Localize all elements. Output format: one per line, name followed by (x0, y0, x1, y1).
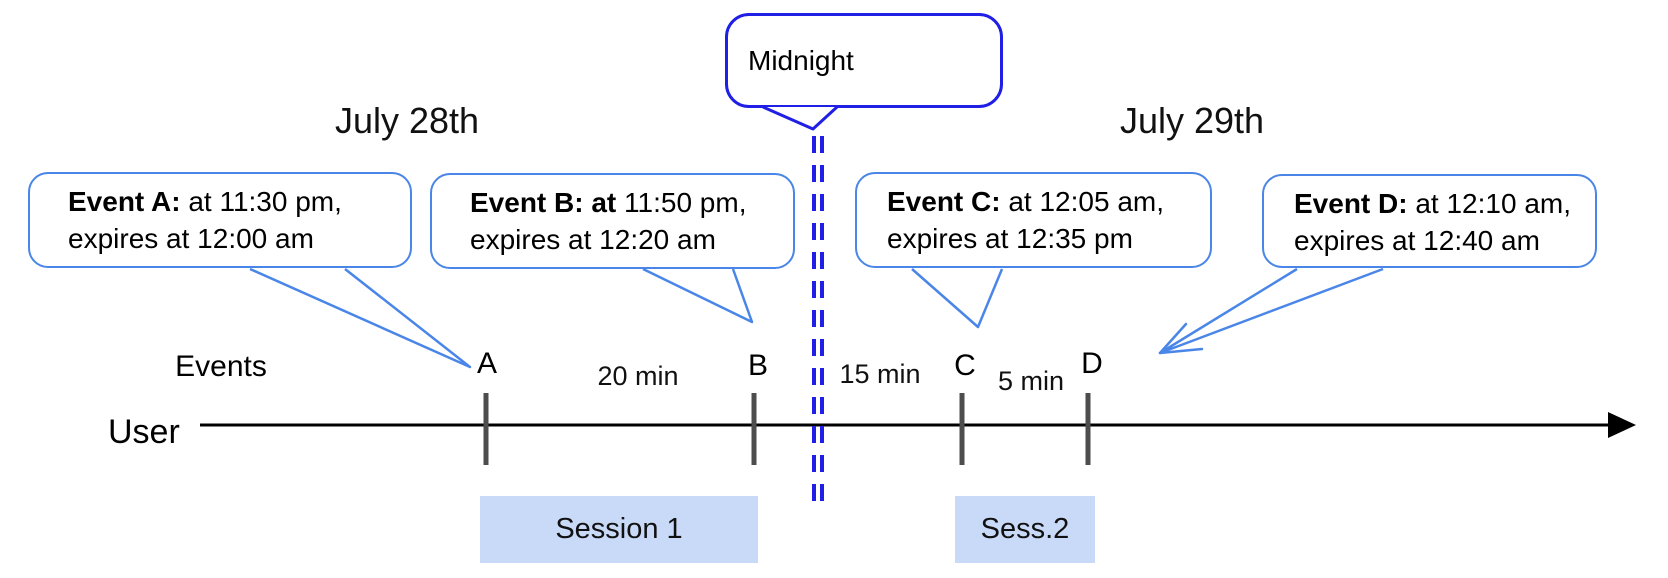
date-label-july-29: July 29th (1062, 100, 1322, 142)
date-right-text: July 29th (1119, 100, 1265, 141)
event-bubble-d: Event D: at 12:10 am, expires at 12:40 a… (1262, 174, 1597, 268)
event-bubble-b: Event B: at 11:50 pm, expires at 12:20 a… (430, 173, 795, 269)
event-bubble-c: Event C: at 12:05 am, expires at 12:35 p… (855, 172, 1212, 268)
event-b-line1: Event B: at 11:50 pm, (470, 184, 787, 221)
event-a-rest: at 11:30 pm, (180, 186, 342, 217)
gap-label-5min: 5 min (997, 366, 1065, 396)
timeline-arrowhead-icon (1608, 412, 1636, 438)
event-d-rest: at 12:10 am, (1407, 188, 1572, 219)
tick-label-d: D (1081, 347, 1103, 380)
session-2-label: Sess.2 (980, 513, 1070, 545)
event-b-line2: expires at 12:20 am (470, 224, 716, 255)
tick-label-b: B (747, 349, 768, 382)
event-a-line2: expires at 12:00 am (68, 223, 314, 254)
user-label: User (108, 413, 180, 451)
event-a-line1: Event A: at 11:30 pm, (68, 183, 404, 220)
event-bubble-a: Event A: at 11:30 pm, expires at 12:00 a… (28, 172, 412, 268)
session-1-box: Session 1 (480, 496, 758, 563)
session-1-label: Session 1 (555, 513, 683, 545)
midnight-callout-label: Midnight (748, 44, 854, 76)
gap-label-20min: 20 min (597, 361, 679, 391)
events-label: Events (175, 350, 267, 383)
event-c-rest: at 12:05 am, (1000, 186, 1165, 217)
date-left-text: July 28th (334, 100, 480, 141)
event-c-bold: Event C: (887, 186, 1001, 217)
event-a-bold: Event A: (68, 186, 181, 217)
tick-label-a: A (476, 347, 497, 380)
session-2-box: Sess.2 (955, 496, 1095, 563)
event-b-bold: Event B: at (470, 187, 617, 218)
event-c-line1: Event C: at 12:05 am, (887, 183, 1204, 220)
event-d-bold: Event D: (1294, 188, 1408, 219)
event-d-line2: expires at 12:40 am (1294, 225, 1540, 256)
gap-label-15min: 15 min (839, 359, 921, 389)
event-b-rest: 11:50 pm, (616, 187, 747, 218)
midnight-callout: Midnight (725, 13, 1003, 108)
date-label-july-28: July 28th (277, 100, 537, 142)
event-c-line2: expires at 12:35 pm (887, 223, 1133, 254)
tick-label-c: C (954, 349, 976, 382)
event-d-line1: Event D: at 12:10 am, (1294, 185, 1589, 222)
